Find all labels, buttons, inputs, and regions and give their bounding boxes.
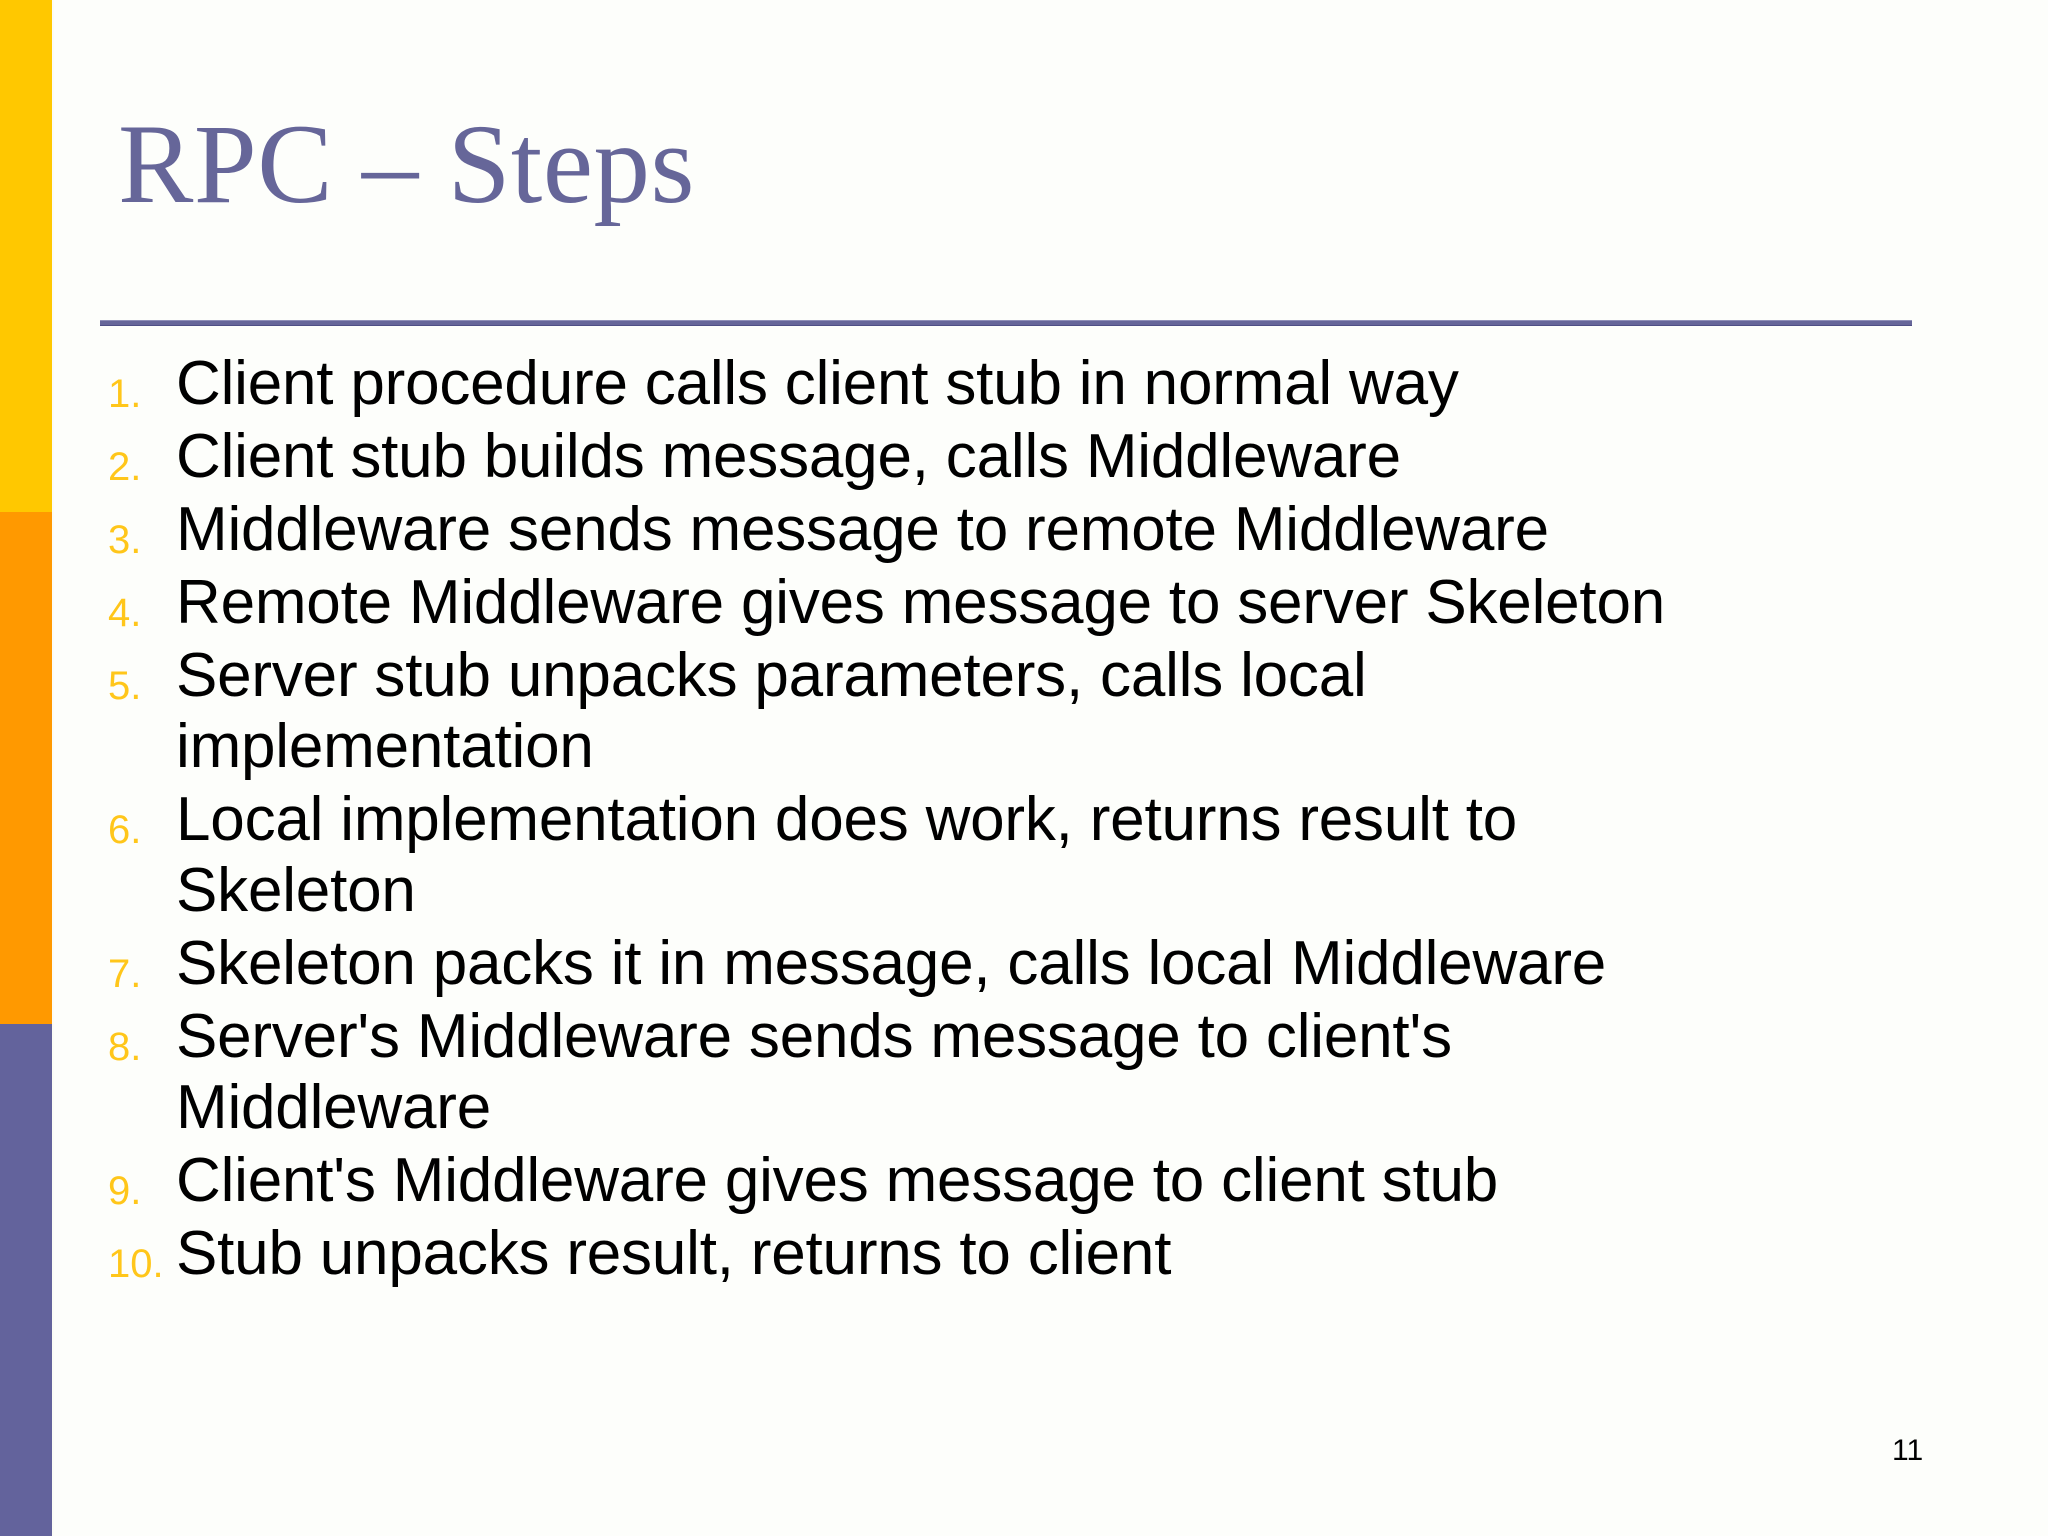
list-item-text: Skeleton packs it in message, calls loca… — [176, 928, 2000, 1001]
list-item-text: Client stub builds message, calls Middle… — [176, 421, 2000, 494]
list-item: 6. Local implementation does work, return… — [100, 784, 2000, 928]
list-item-text: Stub unpacks result, returns to client — [176, 1218, 2000, 1291]
list-item-number: 3. — [108, 518, 142, 562]
slide-title: RPC – Steps — [118, 102, 695, 227]
list-item-text-line: Stub unpacks result, returns to client — [176, 1219, 1172, 1288]
list-item-text-line: Server's Middleware sends message to cli… — [176, 1002, 1452, 1071]
list-item-number: 5. — [108, 664, 142, 708]
list-item: 3. Middleware sends message to remote Mid… — [100, 494, 2000, 567]
list-item-text-line: Middleware — [176, 1073, 492, 1142]
list-item-number: 6. — [108, 808, 142, 852]
list-item-text-line: Client stub builds message, calls Middle… — [176, 422, 1401, 491]
list-item-text-line: Remote Middleware gives message to serve… — [176, 568, 1666, 637]
list-item-text: Remote Middleware gives message to serve… — [176, 567, 2000, 640]
list-item: 9. Client's Middleware gives message to c… — [100, 1145, 2000, 1218]
list-item-text: Server's Middleware sends message to cli… — [176, 1001, 2000, 1145]
list-item-text-line: implementation — [176, 712, 594, 781]
list-item-text: Server stub unpacks parameters, calls lo… — [176, 640, 2000, 784]
list-item: 10. Stub unpacks result, returns to clien… — [100, 1218, 2000, 1291]
list-item-number: 7. — [108, 952, 142, 996]
list-item: 2. Client stub builds message, calls Midd… — [100, 421, 2000, 494]
list-item-text-line: Skeleton packs it in message, calls loca… — [176, 929, 1607, 998]
list-item-text-line: Client's Middleware gives message to cli… — [176, 1146, 1499, 1215]
list-item-number: 8. — [108, 1025, 142, 1069]
list-item-number: 1. — [108, 372, 142, 416]
accent-bar-middle-orange — [0, 512, 52, 1024]
list-item-text: Local implementation does work, returns … — [176, 784, 2000, 928]
list-item-text-line: Client procedure calls client stub in no… — [176, 349, 1459, 418]
list-item-text-line: Server stub unpacks parameters, calls lo… — [176, 641, 1367, 710]
list-item-text: Client procedure calls client stub in no… — [176, 348, 2000, 421]
list-item-number: 2. — [108, 445, 142, 489]
accent-bar-edge — [52, 0, 54, 1536]
list-item-number: 4. — [108, 591, 142, 635]
list-item-text: Client's Middleware gives message to cli… — [176, 1145, 2000, 1218]
list-item-text-line: Skeleton — [176, 856, 416, 925]
page-number: 11 — [1892, 1434, 1924, 1467]
list-item-number: 9. — [108, 1169, 142, 1213]
list-item-text-line: Middleware sends message to remote Middl… — [176, 495, 1549, 564]
list-item: 5. Server stub unpacks parameters, calls … — [100, 640, 2000, 784]
list-item: 8. Server's Middleware sends message to c… — [100, 1001, 2000, 1145]
list-item: 7. Skeleton packs it in message, calls lo… — [100, 928, 2000, 1001]
list-item: 4. Remote Middleware gives message to ser… — [100, 567, 2000, 640]
title-underline-rule — [100, 320, 1912, 326]
accent-bar-top-yellow — [0, 0, 52, 512]
accent-bar-bottom-purple — [0, 1024, 52, 1536]
list-item-number: 10. — [108, 1242, 164, 1286]
list-item: 1. Client procedure calls client stub in … — [100, 348, 2000, 421]
list-item-text-line: Local implementation does work, returns … — [176, 785, 1518, 854]
steps-list: 1. Client procedure calls client stub in … — [100, 348, 2000, 1291]
list-item-text: Middleware sends message to remote Middl… — [176, 494, 2000, 567]
